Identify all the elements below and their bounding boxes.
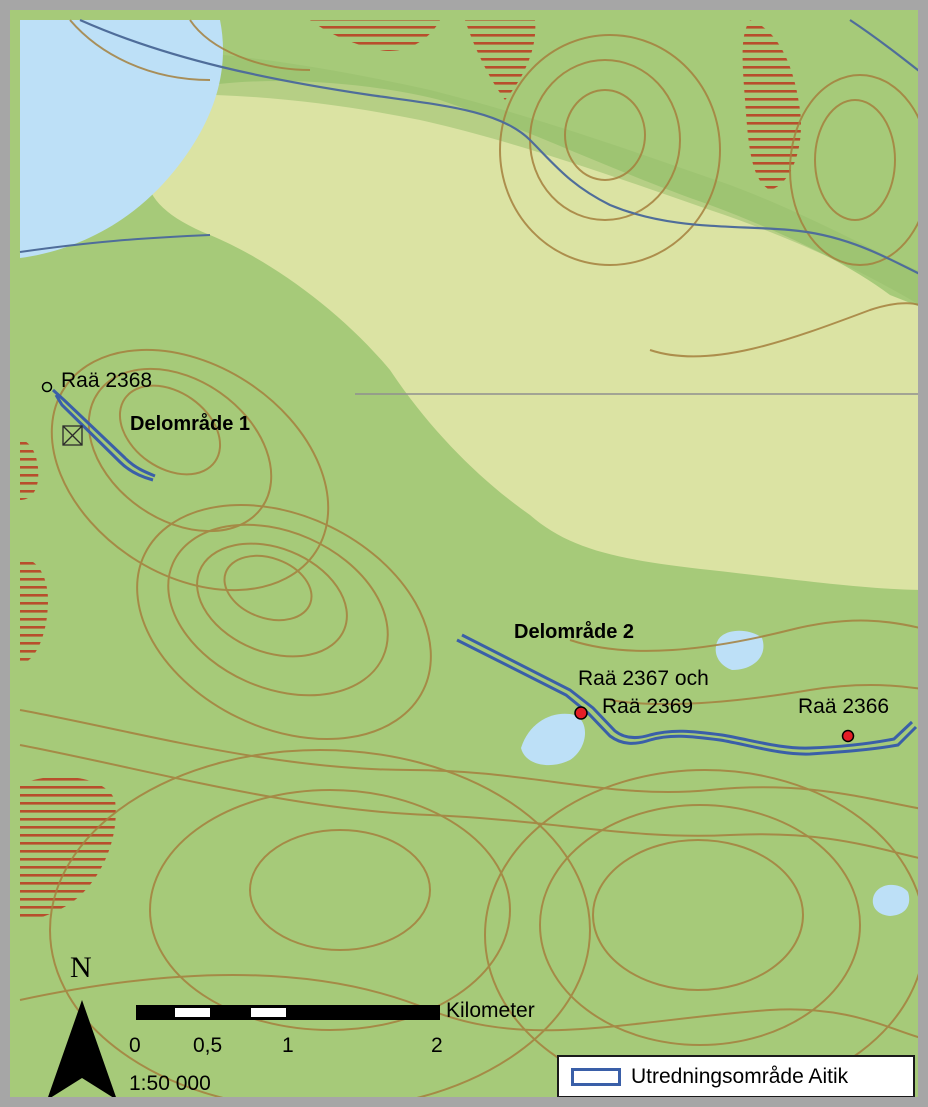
scale-tick-2: 2 — [431, 1034, 443, 1057]
topographic-map — [10, 10, 918, 1107]
site-rae-2366-label: Raä 2366 — [798, 695, 890, 718]
scale-bar-graphic — [136, 1005, 440, 1020]
site-rae-2368-marker — [41, 381, 53, 393]
study-area-1 — [51, 388, 156, 482]
pond-1 — [521, 713, 586, 766]
legend-label: Utredningsområde Aitik — [631, 1064, 849, 1088]
open-land-area — [147, 81, 918, 590]
site-rae-2369-label-line-2: Raä 2369 — [602, 695, 694, 718]
lake-northwest — [20, 20, 223, 258]
scale-tick-1: 1 — [282, 1034, 294, 1057]
pond-2 — [715, 630, 764, 670]
delomrade-1-label: Delområde 1 — [130, 413, 251, 435]
crossed-box-symbol — [62, 425, 83, 446]
site-rae-2367-label-line-1: Raä 2367 och — [578, 667, 709, 690]
scale-tick-0: 0 — [129, 1034, 141, 1057]
study-area-2-inner — [461, 633, 914, 750]
pond-4 — [245, 1100, 310, 1107]
mire-4 — [20, 776, 116, 921]
road-west — [19, 234, 211, 253]
mire-2 — [465, 20, 536, 100]
scale-unit-label: Kilometer — [446, 999, 535, 1022]
legend-box: Utredningsområde Aitik — [557, 1055, 915, 1097]
scale-tick-0-5: 0,5 — [193, 1034, 223, 1057]
contour-lines — [19, 19, 918, 1097]
site-rae-2367-marker — [574, 706, 588, 720]
scale-ratio: 1:50 000 — [129, 1072, 211, 1095]
delomrade-2-label: Delområde 2 — [514, 621, 635, 643]
mire-6 — [20, 440, 39, 500]
mire-3 — [742, 20, 801, 190]
legend-swatch-study-area — [571, 1067, 621, 1086]
site-rae-2366-marker — [841, 729, 855, 743]
mire-5 — [20, 559, 48, 665]
road-north — [79, 18, 918, 275]
site-rae-2368-label: Raä 2368 — [61, 369, 153, 392]
north-letter: N — [70, 951, 92, 984]
study-area-2 — [456, 638, 918, 756]
mire-1 — [310, 20, 440, 51]
road-northeast — [849, 19, 918, 72]
pond-3 — [872, 884, 910, 916]
